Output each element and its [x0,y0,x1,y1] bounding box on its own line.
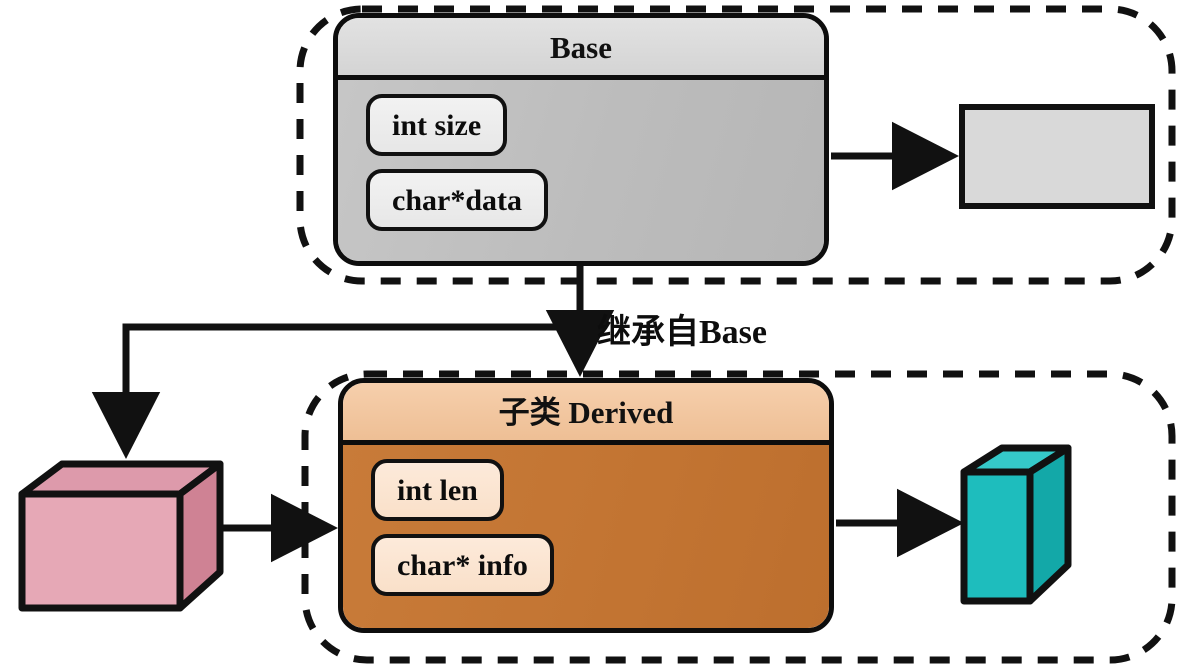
base-field-row-1: char*data [366,169,824,244]
arrow-base-to-pink-block [91,323,580,459]
base-field-data: char*data [366,169,548,231]
base-heap-block [959,104,1155,209]
base-field-size: int size [366,94,508,156]
base-class-members: int size char*data [338,80,824,261]
derived-field-len: int len [371,459,504,521]
derived-field-row-1: char* info [371,534,829,609]
derived-field-row-0: int len [371,459,829,534]
derived-class-title: 子类 Derived [343,383,829,445]
base-field-row-0: int size [366,94,824,169]
derived-class-members: int len char* info [343,445,829,628]
derived-heap-block [960,444,1072,605]
derived-input-block [18,460,224,612]
dashed-region-base [296,5,1176,285]
derived-class-box[interactable]: 子类 Derived int len char* info [338,378,834,633]
base-class-box[interactable]: Base int size char*data [333,13,829,266]
base-class-title: Base [338,18,824,80]
inheritance-label: 继承自Base [597,314,767,351]
derived-field-info: char* info [371,534,554,596]
